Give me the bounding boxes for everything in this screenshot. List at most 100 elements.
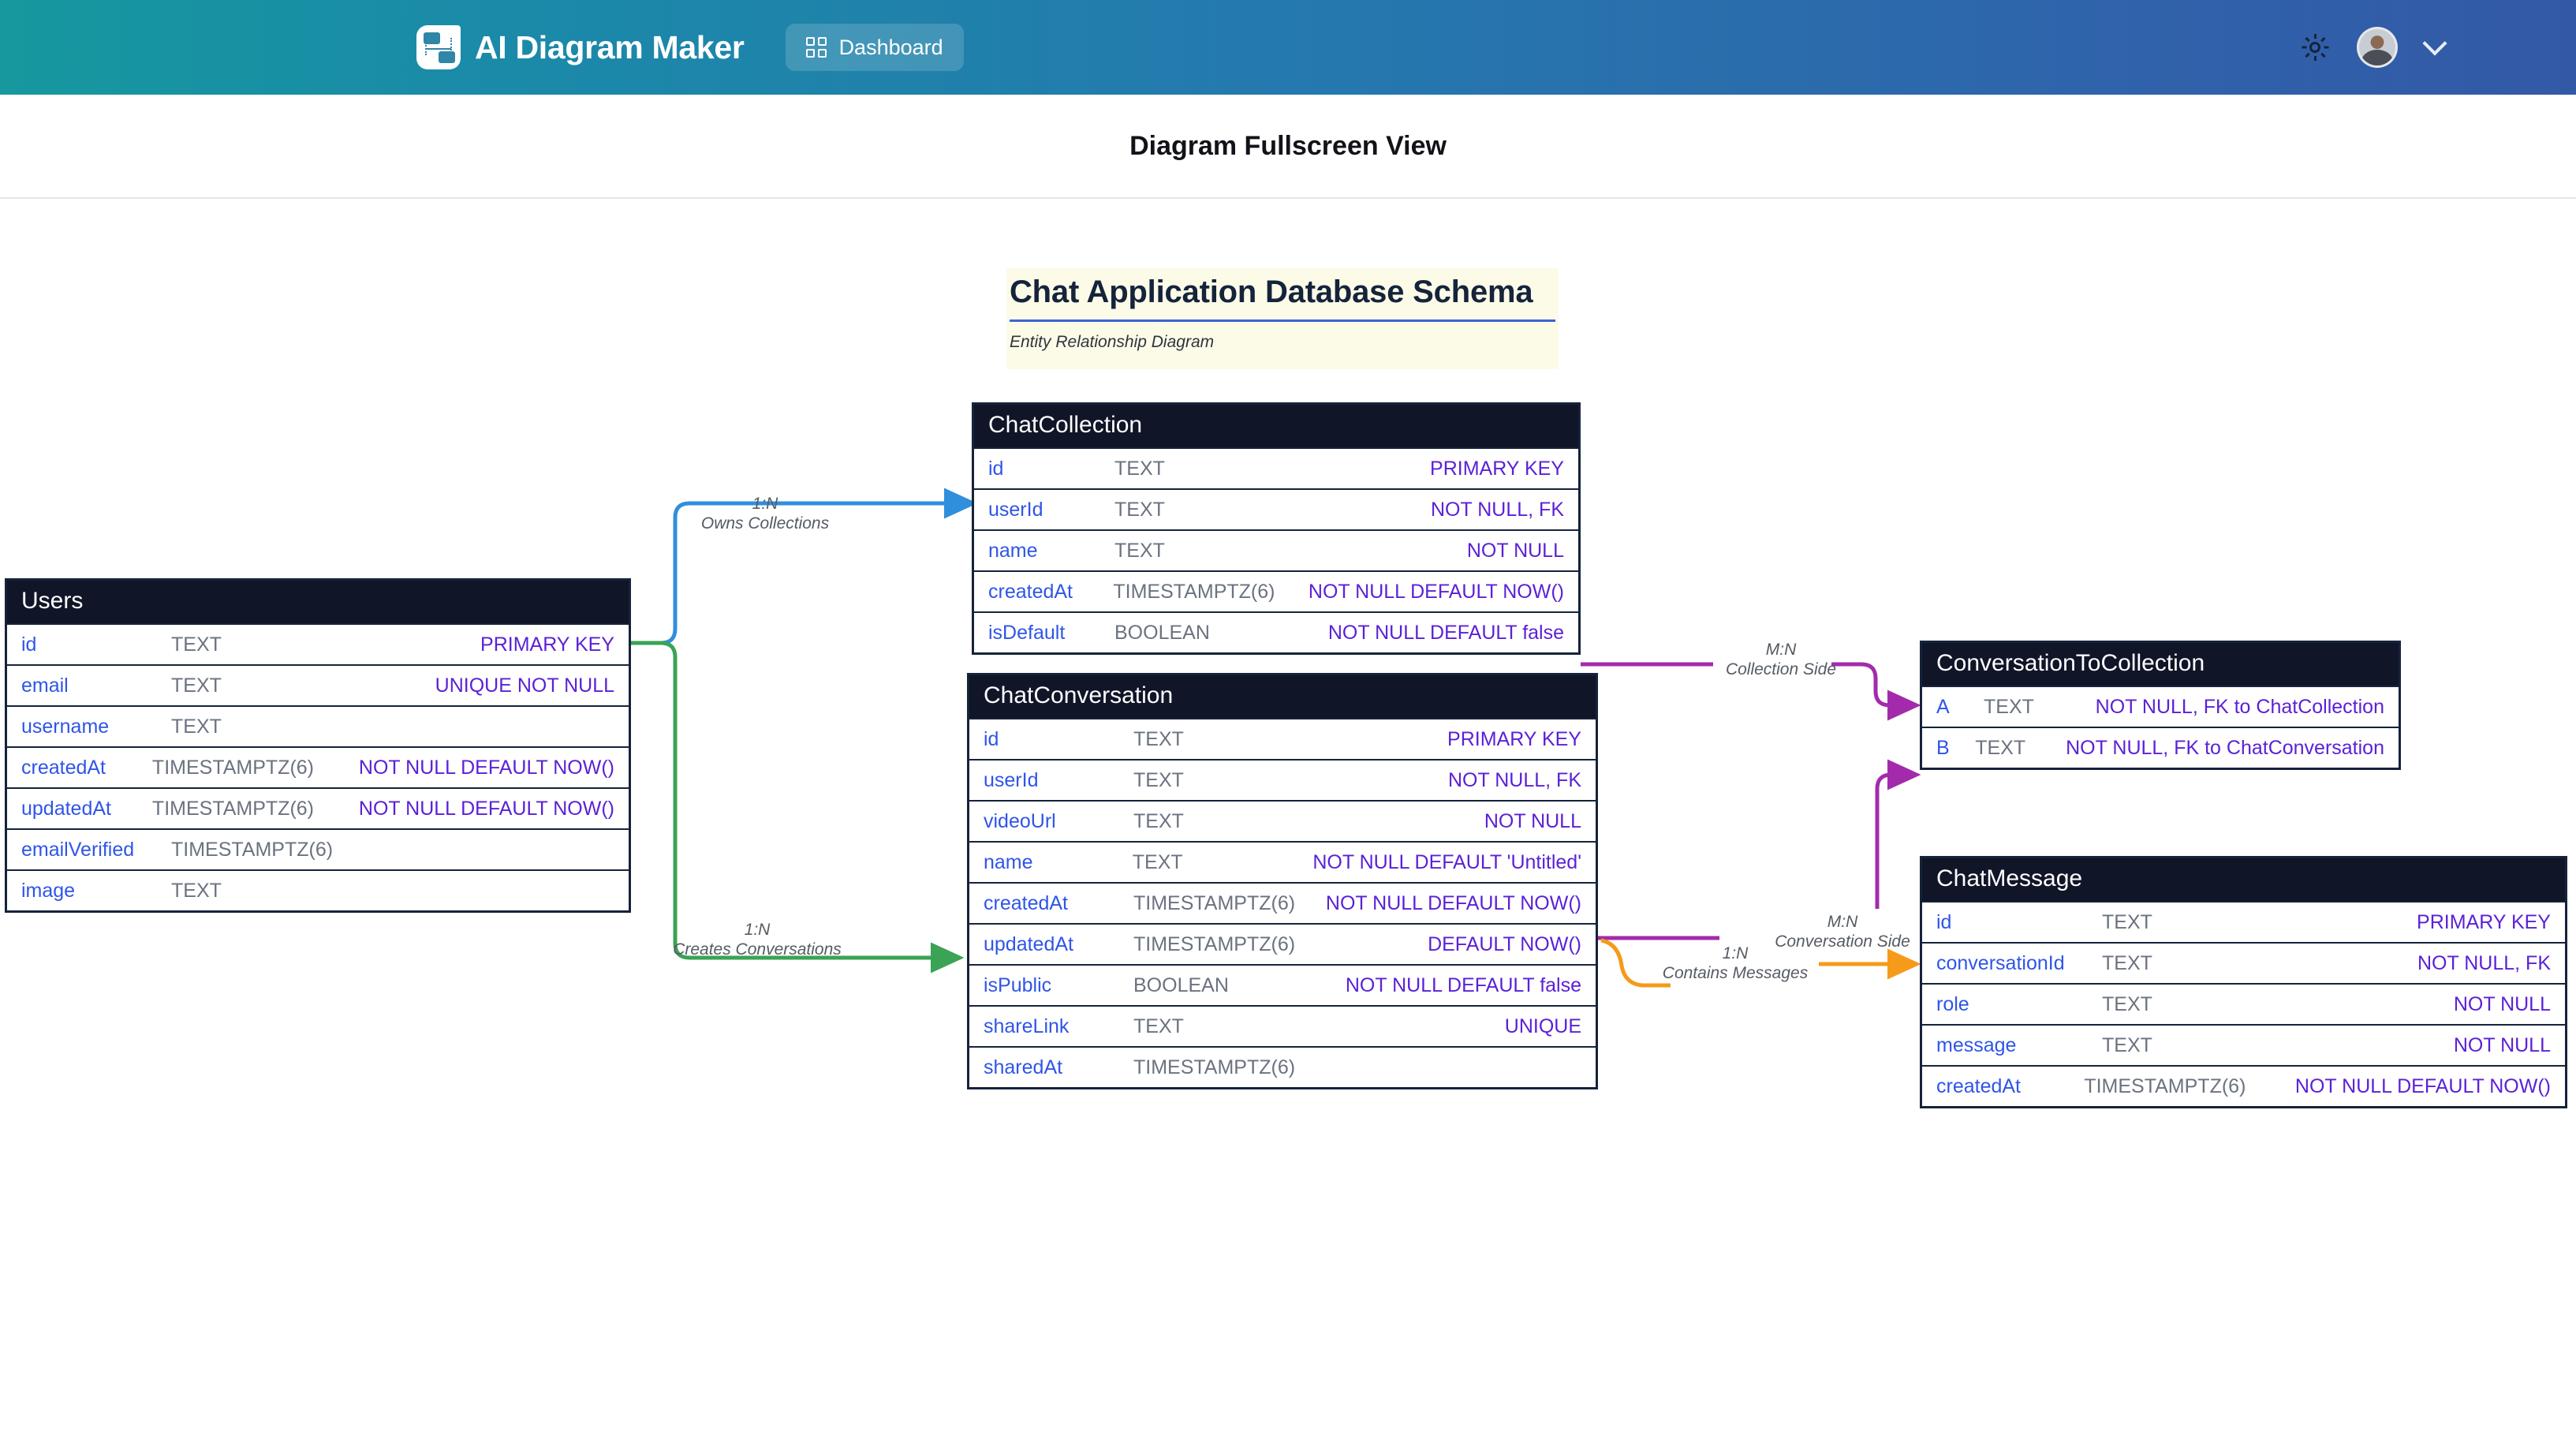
column-type: TIMESTAMPTZ(6)	[1133, 1056, 1296, 1078]
column-type: TEXT	[1114, 457, 1165, 480]
table-row[interactable]: updatedAt TIMESTAMPTZ(6) NOT NULL DEFAUL…	[7, 787, 629, 828]
entity-table-chatconversation[interactable]: ChatConversation id TEXT PRIMARY KEY use…	[967, 673, 1598, 1089]
column-constraint: NOT NULL DEFAULT false	[1345, 974, 1581, 996]
column-type: TEXT	[1984, 695, 2034, 718]
sun-icon[interactable]	[2302, 34, 2329, 61]
schema-subtitle: Entity Relationship Diagram	[1010, 333, 1215, 351]
table-row[interactable]: isPublic BOOLEAN NOT NULL DEFAULT false	[969, 964, 1596, 1005]
dashboard-label: Dashboard	[838, 35, 943, 59]
column-type: TEXT	[1133, 768, 1184, 791]
column-type: TEXT	[171, 879, 222, 902]
column-constraint: PRIMARY KEY	[480, 633, 614, 656]
diagram-canvas[interactable]: Chat Application Database Schema Entity …	[0, 199, 2576, 1450]
column-name: emailVerified	[21, 838, 135, 861]
table-row[interactable]: isDefault BOOLEAN NOT NULL DEFAULT false	[974, 611, 1578, 652]
column-constraint: NOT NULL DEFAULT NOW()	[2294, 1074, 2551, 1097]
column-name: image	[21, 879, 76, 902]
column-type: TEXT	[1133, 727, 1184, 750]
table-row[interactable]: message TEXT NOT NULL	[1922, 1024, 2565, 1065]
app-header: AI Diagram Maker Dashboard	[0, 0, 2576, 95]
table-row[interactable]: id TEXT PRIMARY KEY	[1922, 901, 2565, 942]
column-name: userId	[988, 498, 1043, 521]
column-constraint: NOT NULL	[1466, 539, 1564, 562]
column-name: id	[1936, 910, 1952, 933]
edge-creates-conversations	[631, 641, 965, 974]
edge-label-creates-conversations: 1:N Creates Conversations	[673, 921, 842, 959]
column-name: id	[21, 633, 37, 656]
column-constraint: NOT NULL	[2453, 1033, 2551, 1056]
column-name: shareLink	[984, 1015, 1070, 1037]
column-name: createdAt	[1936, 1074, 2022, 1097]
avatar[interactable]	[2357, 27, 2398, 68]
table-row[interactable]: id TEXT PRIMARY KEY	[7, 623, 629, 664]
column-constraint: NOT NULL, FK	[2417, 951, 2551, 974]
edge-label-conversation-side: M:N Conversation Side	[1775, 913, 1910, 951]
schema-title-block: Chat Application Database Schema Entity …	[1006, 268, 1559, 369]
brand-name: AI Diagram Maker	[475, 28, 745, 65]
column-constraint: NOT NULL, FK to ChatConversation	[2066, 736, 2384, 759]
diagram-logo-icon	[416, 25, 461, 69]
column-name: conversationId	[1936, 951, 2065, 974]
column-type: TIMESTAMPTZ(6)	[1113, 580, 1275, 603]
entity-table-chatcollection[interactable]: ChatCollection id TEXT PRIMARY KEY userI…	[972, 402, 1581, 655]
table-row[interactable]: sharedAt TIMESTAMPTZ(6)	[969, 1046, 1596, 1087]
table-row[interactable]: createdAt TIMESTAMPTZ(6) NOT NULL DEFAUL…	[7, 746, 629, 787]
column-type: TEXT	[2102, 951, 2152, 974]
table-row[interactable]: id TEXT PRIMARY KEY	[969, 718, 1596, 759]
dashboard-button[interactable]: Dashboard	[785, 24, 964, 71]
edge-label-collection-side: M:N Collection Side	[1725, 641, 1837, 678]
column-constraint: NOT NULL DEFAULT false	[1327, 621, 1564, 644]
table-row[interactable]: image TEXT	[7, 869, 629, 910]
column-constraint: PRIMARY KEY	[1430, 457, 1564, 480]
table-row[interactable]: email TEXT UNIQUE NOT NULL	[7, 664, 629, 705]
column-name: name	[984, 850, 1033, 873]
column-name: message	[1936, 1033, 2017, 1056]
table-row[interactable]: createdAt TIMESTAMPTZ(6) NOT NULL DEFAUL…	[1922, 1065, 2565, 1106]
entity-table-users[interactable]: Users id TEXT PRIMARY KEY email TEXT UNI…	[5, 578, 631, 913]
column-type: TEXT	[1114, 498, 1165, 521]
table-row[interactable]: B TEXT NOT NULL, FK to ChatConversation	[1922, 727, 2399, 768]
column-type: TEXT	[2102, 1033, 2152, 1056]
table-row[interactable]: A TEXT NOT NULL, FK to ChatCollection	[1922, 686, 2399, 727]
table-row[interactable]: name TEXT NOT NULL	[974, 529, 1578, 570]
chevron-down-icon[interactable]	[2422, 31, 2447, 56]
table-row[interactable]: role TEXT NOT NULL	[1922, 983, 2565, 1024]
schema-title: Chat Application Database Schema	[1010, 275, 1533, 309]
column-type: TEXT	[1975, 736, 2026, 759]
column-type: TIMESTAMPTZ(6)	[151, 797, 314, 820]
column-constraint: NOT NULL, FK to ChatCollection	[2095, 695, 2384, 718]
table-row[interactable]: videoUrl TEXT NOT NULL	[969, 800, 1596, 841]
table-row[interactable]: userId TEXT NOT NULL, FK	[974, 488, 1578, 529]
column-constraint: DEFAULT NOW()	[1428, 932, 1581, 955]
edge-label-contains-messages: 1:N Contains Messages	[1662, 944, 1809, 982]
brand[interactable]: AI Diagram Maker	[416, 25, 745, 69]
column-constraint: NOT NULL DEFAULT NOW()	[1325, 891, 1581, 914]
column-name: role	[1936, 992, 1969, 1015]
table-row[interactable]: updatedAt TIMESTAMPTZ(6) DEFAULT NOW()	[969, 923, 1596, 964]
entity-table-chatmessage[interactable]: ChatMessage id TEXT PRIMARY KEY conversa…	[1920, 856, 2567, 1108]
table-row[interactable]: createdAt TIMESTAMPTZ(6) NOT NULL DEFAUL…	[969, 882, 1596, 923]
edge-label-owns-collections: 1:N Owns Collections	[700, 495, 830, 533]
table-row[interactable]: userId TEXT NOT NULL, FK	[969, 759, 1596, 800]
table-row[interactable]: id TEXT PRIMARY KEY	[974, 447, 1578, 488]
table-row[interactable]: name TEXT NOT NULL DEFAULT 'Untitled'	[969, 841, 1596, 882]
column-name: id	[988, 457, 1004, 480]
column-name: email	[21, 674, 69, 697]
column-constraint: NOT NULL DEFAULT NOW()	[358, 756, 614, 779]
column-constraint: NOT NULL DEFAULT NOW()	[358, 797, 614, 820]
column-constraint: NOT NULL DEFAULT NOW()	[1308, 580, 1564, 603]
page-subheader: Diagram Fullscreen View	[0, 95, 2576, 199]
column-name: name	[988, 539, 1038, 562]
column-constraint: NOT NULL DEFAULT 'Untitled'	[1312, 850, 1581, 873]
column-type: TIMESTAMPTZ(6)	[171, 838, 334, 861]
column-type: BOOLEAN	[1133, 974, 1229, 996]
table-row[interactable]: createdAt TIMESTAMPTZ(6) NOT NULL DEFAUL…	[974, 570, 1578, 611]
entity-table-conversationtocollection[interactable]: ConversationToCollection A TEXT NOT NULL…	[1920, 641, 2401, 770]
table-row[interactable]: username TEXT	[7, 705, 629, 746]
column-type: TIMESTAMPTZ(6)	[1133, 891, 1296, 914]
header-actions	[2302, 27, 2447, 68]
table-row[interactable]: conversationId TEXT NOT NULL, FK	[1922, 942, 2565, 983]
table-row[interactable]: emailVerified TIMESTAMPTZ(6)	[7, 828, 629, 869]
table-row[interactable]: shareLink TEXT UNIQUE	[969, 1005, 1596, 1046]
column-type: TIMESTAMPTZ(6)	[1133, 932, 1296, 955]
